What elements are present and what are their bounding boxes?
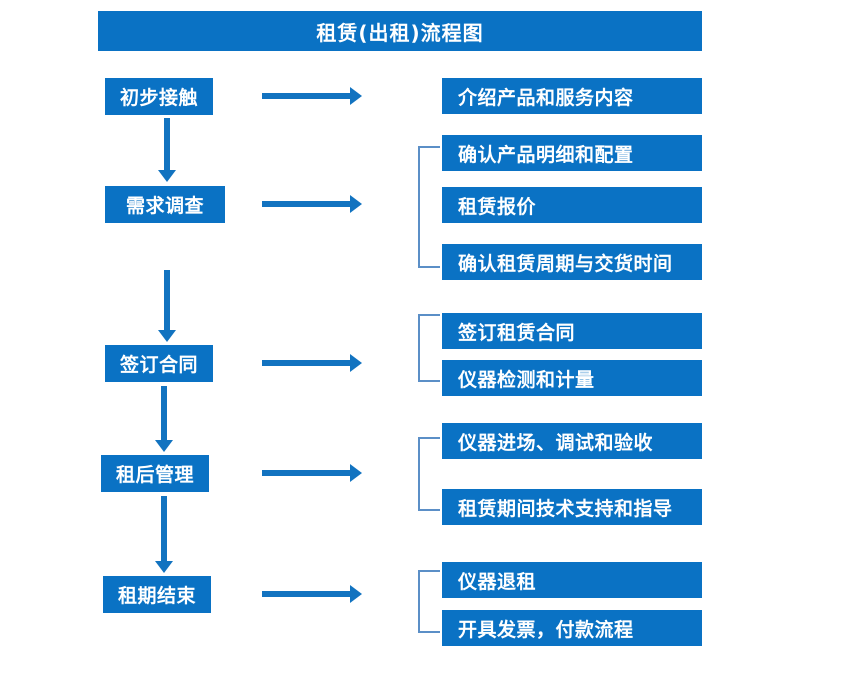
detail-box-2[interactable]: 确认产品明细和配置: [442, 135, 702, 171]
detail-box-10[interactable]: 开具发票，付款流程: [442, 610, 702, 646]
horizontal-arrow-3: [262, 354, 362, 372]
vertical-arrow-4: [155, 496, 173, 573]
page-title: 租赁(出租)流程图: [98, 11, 702, 51]
stage-box-1[interactable]: 初步接触: [105, 78, 213, 115]
group-bracket-3: [418, 437, 440, 511]
vertical-arrow-1: [158, 118, 176, 182]
detail-box-4[interactable]: 确认租赁周期与交货时间: [442, 244, 702, 280]
stage-box-4[interactable]: 租后管理: [101, 455, 209, 492]
detail-box-5[interactable]: 签订租赁合同: [442, 313, 702, 349]
group-bracket-2: [418, 314, 440, 382]
vertical-arrow-2: [158, 270, 176, 342]
detail-box-8[interactable]: 租赁期间技术支持和指导: [442, 489, 702, 525]
stage-box-2[interactable]: 需求调查: [105, 186, 225, 223]
vertical-arrow-3: [155, 386, 173, 452]
stage-box-5[interactable]: 租期结束: [103, 576, 211, 613]
horizontal-arrow-4: [262, 464, 362, 482]
group-bracket-1: [418, 146, 440, 268]
detail-box-6[interactable]: 仪器检测和计量: [442, 360, 702, 396]
horizontal-arrow-5: [262, 585, 362, 603]
group-bracket-4: [418, 570, 440, 633]
stage-box-3[interactable]: 签订合同: [105, 345, 213, 382]
horizontal-arrow-2: [262, 195, 362, 213]
detail-box-3[interactable]: 租赁报价: [442, 187, 702, 223]
horizontal-arrow-1: [262, 87, 362, 105]
detail-box-1[interactable]: 介绍产品和服务内容: [442, 78, 702, 114]
detail-box-9[interactable]: 仪器退租: [442, 562, 702, 598]
detail-box-7[interactable]: 仪器进场、调试和验收: [442, 423, 702, 459]
